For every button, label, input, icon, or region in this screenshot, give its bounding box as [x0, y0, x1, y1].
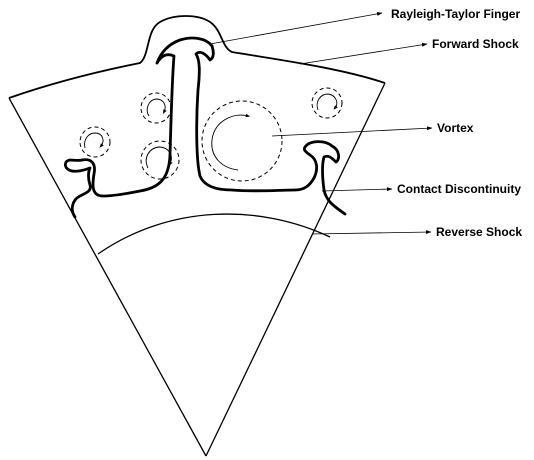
- reverse-shock-line: [98, 214, 330, 254]
- vortex-small-right: [312, 88, 342, 118]
- vortex-label: Vortex: [437, 121, 473, 135]
- contact-discontinuity-pointer: [322, 189, 392, 191]
- contact-discontinuity-line: [65, 38, 345, 217]
- vortex-medium: [141, 141, 179, 179]
- wedge-left-edge: [9, 98, 206, 456]
- vortex-small-left: [80, 127, 110, 157]
- rt-finger-pointer: [210, 13, 382, 44]
- forward-shock-label: Forward Shock: [432, 37, 519, 51]
- forward-shock-pointer: [300, 44, 427, 64]
- vortex-small-top: [141, 93, 171, 123]
- vortex-large: [202, 101, 282, 181]
- rt-finger-label: Rayleigh-Taylor Finger: [391, 7, 520, 21]
- wedge-right-edge: [206, 83, 385, 456]
- reverse-shock-label: Reverse Shock: [436, 225, 522, 239]
- vortex-pointer: [272, 128, 432, 136]
- reverse-shock-pointer: [312, 232, 431, 234]
- contact-discontinuity-label: Contact Discontinuity: [397, 182, 521, 196]
